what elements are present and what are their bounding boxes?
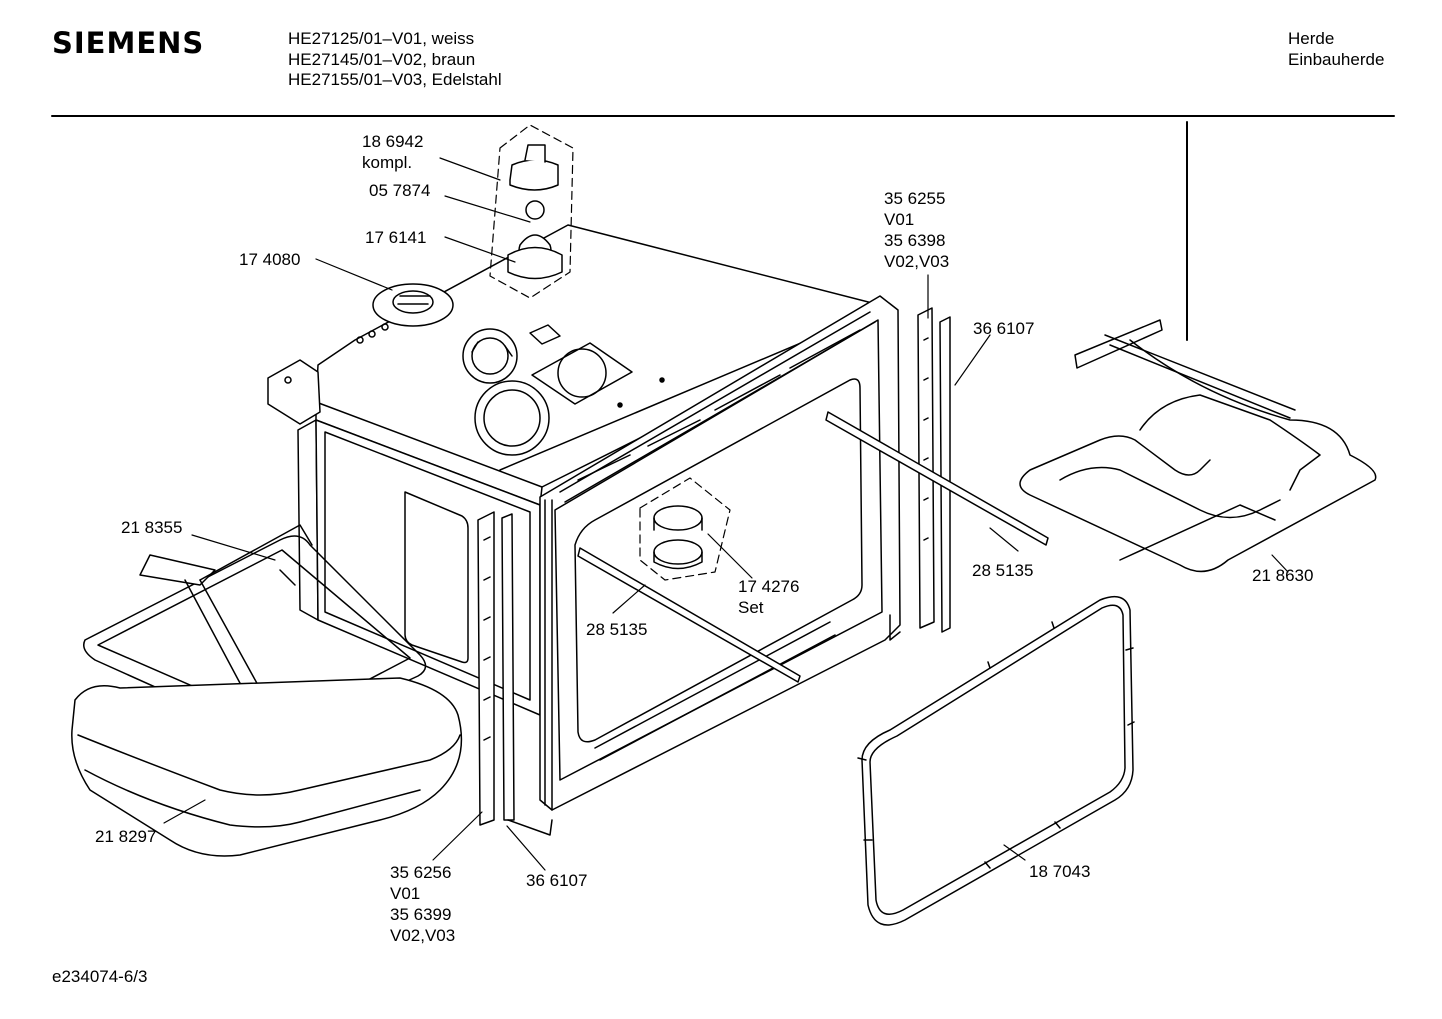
part-number: 17 4276 [738,577,800,596]
part-number: 18 7043 [1029,862,1091,881]
callout-218630: 21 8630 [1252,565,1313,586]
part-number: 35 6399 [390,905,452,924]
insulation-mat [71,677,463,857]
part-number: 17 4080 [239,250,301,269]
callout-366107-top: 36 6107 [973,318,1034,339]
part-variant: V01 [884,210,915,229]
model-list: HE27125/01–V01, weiss HE27145/01–V02, br… [288,29,502,91]
callout-218355: 21 8355 [121,517,182,538]
part-number: 36 6107 [526,871,588,890]
category-line: Herde [1288,29,1335,48]
callout-174080: 17 4080 [239,249,300,270]
part-number: 28 5135 [586,620,648,639]
part-variant: V01 [390,884,421,903]
model-line: HE27155/01–V03, Edelstahl [288,70,502,89]
part-number: 05 7874 [369,181,431,200]
top-heating-element [1019,319,1377,573]
callout-356256: 35 6256 V01 35 6399 V02,V03 [390,862,455,946]
part-number: 18 6942 [362,132,424,151]
part-number: 21 8630 [1252,566,1314,585]
callout-187043: 18 7043 [1029,861,1090,882]
part-number: 21 8297 [95,827,157,846]
part-note: Set [738,598,764,617]
category-line: Einbauherde [1288,49,1385,69]
callout-285135-right: 28 5135 [972,560,1033,581]
category-block: Herde Einbauherde [1288,29,1384,70]
callout-285135-left: 28 5135 [586,619,647,640]
selector-switch-assembly [372,124,574,327]
door-seal [857,595,1135,926]
callout-174276: 17 4276 Set [738,576,799,618]
callout-356255: 35 6255 V01 35 6398 V02,V03 [884,188,949,272]
part-number: 17 6141 [365,228,427,247]
part-variant: V02,V03 [884,252,950,271]
leader-lines [163,157,1289,871]
callout-218297: 21 8297 [95,826,156,847]
model-line: HE27145/01–V02, braun [288,49,476,69]
drawing-id: e234074-6/3 [52,967,148,986]
callout-186942: 18 6942 kompl. [362,131,423,173]
part-number: 35 6398 [884,231,946,250]
part-number: 21 8355 [121,518,183,537]
part-number: 36 6107 [973,319,1035,338]
part-variant: V02,V03 [390,926,456,945]
lamp-assembly [639,477,731,581]
part-number: 28 5135 [972,561,1034,580]
model-line: HE27125/01–V01, weiss [288,29,475,48]
part-number: 35 6255 [884,189,946,208]
callout-366107-bottom: 36 6107 [526,870,587,891]
bottom-heating-element [83,524,427,740]
part-note: kompl. [362,153,413,172]
siemens-logo: SIEMENS [52,26,205,60]
callout-057874: 05 7874 [369,180,430,201]
shelf-runners [577,411,1049,683]
part-number: 35 6256 [390,863,452,882]
left-front-strips [477,511,553,836]
callout-176141: 17 6141 [365,227,426,248]
